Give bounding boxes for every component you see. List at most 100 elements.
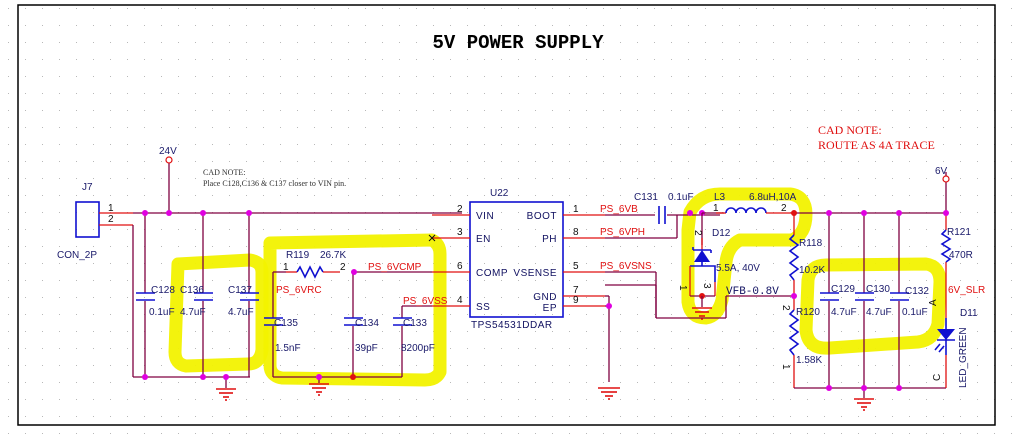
capacitor-c132[interactable]: C132 0.1uF — [890, 286, 929, 318]
u22-part: TPS54531DDAR — [471, 320, 553, 331]
input-cad-note-text: Place C128,C136 & C137 closer to VIN pin… — [203, 179, 346, 188]
capacitor-c133[interactable]: C133 8200pF — [393, 317, 435, 354]
u22-pin-name: COMP — [476, 268, 508, 279]
ground-symbol-icon — [216, 388, 236, 401]
connector-j7[interactable]: J7 1 2 CON_2P — [57, 182, 133, 261]
c130-ref: C130 — [866, 284, 890, 295]
net-label-slr: 6V_SLR — [948, 285, 985, 296]
ground-symbol-icon — [854, 398, 874, 411]
u22-pin-name: EP — [543, 303, 557, 314]
j7-pin1: 1 — [108, 203, 114, 214]
d12-pin3: 3 — [701, 283, 712, 289]
junction — [246, 210, 252, 216]
junction — [200, 210, 206, 216]
r119-pin1: 1 — [283, 262, 289, 273]
u22-ref: U22 — [490, 188, 509, 199]
c137-ref: C137 — [228, 285, 252, 296]
c132-value: 0.1uF — [902, 307, 928, 318]
capacitor-c134[interactable]: C134 39pF — [344, 317, 379, 354]
r119-pin2: 2 — [340, 262, 346, 273]
ground-symbol-icon — [309, 383, 329, 396]
highlight-output-caps — [799, 257, 947, 355]
c128-ref: C128 — [151, 285, 175, 296]
power-port-24v: 24V — [159, 146, 177, 164]
r121-value: 470R — [949, 250, 973, 261]
c134-value: 39pF — [355, 343, 378, 354]
sheet-title: 5V POWER SUPPLY — [432, 32, 604, 54]
resistor-r121[interactable]: R121 470R — [940, 227, 973, 263]
capacitor-c129[interactable]: C129 4.7uF — [820, 284, 857, 318]
input-wiring — [132, 163, 462, 388]
input-cad-note-title: CAD NOTE: — [203, 168, 245, 177]
junction — [316, 374, 322, 380]
c136-value: 4.7uF — [180, 307, 206, 318]
net-label-vb: PS_6VB — [600, 204, 638, 215]
r120-pin1: 1 — [780, 364, 791, 370]
d11-ref: D11 — [960, 308, 978, 319]
capacitor-c135[interactable]: C135 1.5nF — [264, 317, 301, 354]
junction — [861, 210, 867, 216]
u22-pin-num: 4 — [457, 295, 463, 306]
d11-pin-a: A — [928, 299, 939, 306]
u22-pin-num: 5 — [573, 261, 579, 272]
capacitor-c128[interactable]: C128 0.1uF — [136, 285, 175, 318]
junction — [142, 374, 148, 380]
c135-ref: C135 — [274, 318, 298, 329]
c133-value: 8200pF — [401, 343, 435, 354]
diode-d12[interactable]: D12 5.5A, 40V 2 1 3 — [677, 213, 760, 297]
power-port-6v-label: 6V — [935, 166, 948, 177]
junction — [943, 210, 949, 216]
net-label-vrc: PS_6VRC — [276, 285, 322, 296]
net-label-vsns: PS_6VSNS — [600, 261, 652, 272]
junction — [200, 374, 206, 380]
ground-symbol-icon — [598, 387, 620, 400]
junction — [826, 210, 832, 216]
junction — [861, 385, 867, 391]
c128-value: 0.1uF — [149, 307, 175, 318]
net-label-vfb: VFB-0.8V — [726, 286, 779, 298]
u22-pin-num: 1 — [573, 204, 579, 215]
ic-u22[interactable]: U22 TPS54531DDAR 2 3 6 4 VIN EN COMP SS … — [432, 188, 605, 331]
capacitor-c130[interactable]: C130 4.7uF — [855, 284, 892, 318]
l3-value: 6.8uH,10A — [749, 192, 797, 203]
j7-body — [75, 201, 100, 238]
capacitor-c136[interactable]: C136 4.7uF — [180, 285, 213, 318]
u22-pin-name: BOOT — [527, 211, 557, 222]
switch-wiring — [605, 214, 794, 382]
capacitor-c131[interactable]: C131 0.1uF — [634, 192, 694, 224]
u22-pin-name: SS — [476, 302, 490, 313]
c129-ref: C129 — [831, 284, 855, 295]
net-label-vcmp: PS_6VCMP — [368, 262, 422, 273]
c136-ref: C136 — [180, 285, 204, 296]
c131-ref: C131 — [634, 192, 658, 203]
u22-pin-num: 7 — [573, 285, 579, 296]
net-label-vph: PS_6VPH — [600, 227, 645, 238]
junction — [826, 385, 832, 391]
compensation-wiring — [272, 271, 432, 383]
resistor-r119[interactable]: R119 26.7K 1 2 — [283, 250, 346, 279]
led-d11[interactable]: D11 LED_GREEN A C — [928, 299, 978, 388]
resistor-r120[interactable]: R120 1.58K 2 1 — [780, 305, 822, 370]
r120-pin2: 2 — [780, 305, 791, 311]
net-label-vss: PS_6VSS — [403, 296, 448, 307]
j7-ref: J7 — [82, 182, 93, 193]
sheet-border — [17, 4, 996, 426]
capacitor-c137[interactable]: C137 4.7uF — [228, 285, 259, 318]
junction — [223, 374, 229, 380]
power-port-circle-icon — [165, 156, 173, 164]
u22-pin-num: 8 — [573, 227, 579, 238]
r119-value: 26.7K — [320, 250, 346, 261]
c129-value: 4.7uF — [831, 307, 857, 318]
r118-value: 10.2K — [799, 265, 825, 276]
junction — [687, 210, 693, 216]
no-connect-x-icon — [428, 234, 436, 242]
c134-ref: C134 — [355, 318, 379, 329]
c133-ref: C133 — [403, 318, 427, 329]
u22-body — [469, 201, 564, 318]
resistor-r118[interactable]: R118 10.2K — [788, 234, 825, 281]
u22-pin-name: PH — [542, 234, 557, 245]
junction — [791, 210, 797, 216]
inductor-l3[interactable]: L3 6.8uH,10A 1 2 — [702, 192, 797, 214]
